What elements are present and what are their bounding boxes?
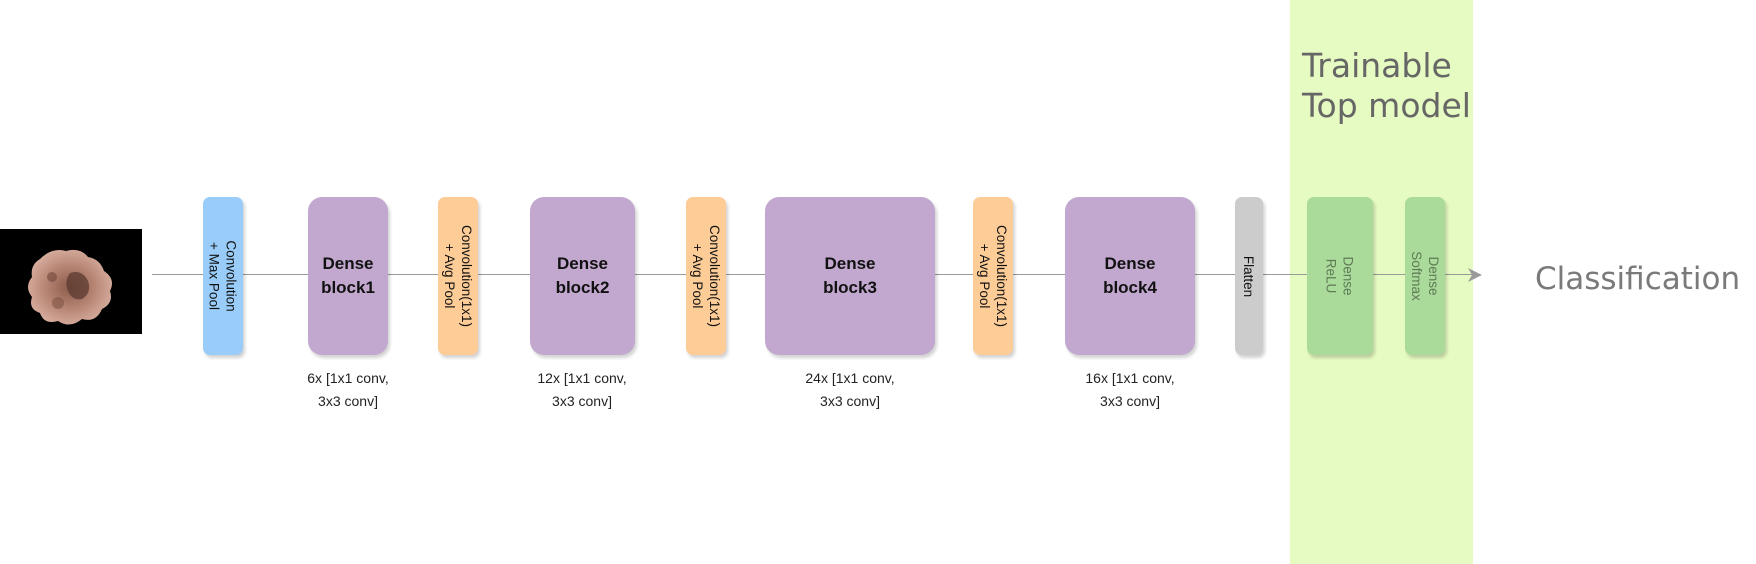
flatten-label: Flatten [1241,255,1257,297]
dense-block-3: Dense block3 [765,197,935,355]
dense-block-4-label: Dense block4 [1103,254,1157,297]
flatten-block: Flatten [1235,197,1263,355]
panel-title: Trainable Top model [1302,46,1471,125]
dense-block-1-note: 6x [1x1 conv, 3x3 conv] [307,370,389,409]
dense-softmax-block: Dense Softmax [1405,197,1445,355]
transition-block-1-label: Convolution(1x1) + Avg Pool [442,224,474,328]
dense-block-3-note: 24x [1x1 conv, 3x3 conv] [805,370,895,409]
lesion-image-graphic [28,249,112,325]
classification-label: Classification [1535,261,1741,297]
arrow-head-icon [1468,268,1482,282]
dense-block-2-note: 12x [1x1 conv, 3x3 conv] [537,370,627,409]
arrow-shaft [1440,274,1474,275]
transition-block-3: Convolution(1x1) + Avg Pool [973,197,1013,355]
dense-block-4-note: 16x [1x1 conv, 3x3 conv] [1085,370,1175,409]
dense-block-1: Dense block1 [308,197,388,355]
dense-softmax-label: Dense Softmax [1409,251,1441,301]
dense-block-2: Dense block2 [530,197,635,355]
convolution-maxpool-label: Convolution + Max Pool [207,240,240,312]
transition-block-1: Convolution(1x1) + Avg Pool [438,197,478,355]
dense-block-1-label: Dense block1 [321,254,375,297]
transition-block-2-label: Convolution(1x1) + Avg Pool [690,224,722,328]
dense-block-2-label: Dense block2 [555,254,610,297]
dense-block-3-label: Dense block3 [823,254,877,297]
transition-block-2: Convolution(1x1) + Avg Pool [686,197,726,355]
input-lesion-image [0,229,142,334]
convolution-maxpool-block: Convolution + Max Pool [203,197,243,355]
dense-relu-label: Dense ReLU [1324,256,1356,296]
dense-relu-block: Dense ReLU [1307,197,1373,355]
transition-block-3-label: Convolution(1x1) + Avg Pool [977,224,1009,328]
dense-block-4: Dense block4 [1065,197,1195,355]
